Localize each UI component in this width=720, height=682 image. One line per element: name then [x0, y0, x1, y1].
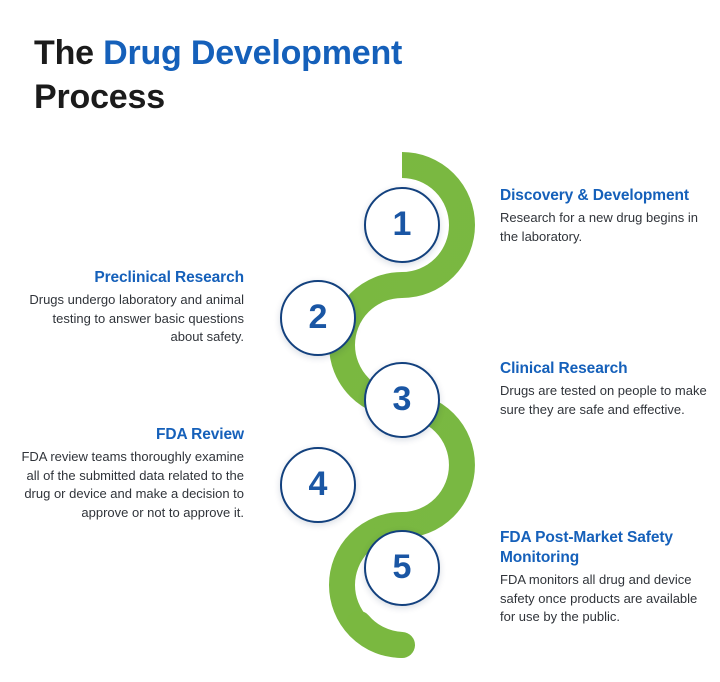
step-number-3: 3 [392, 380, 412, 418]
step-number-4: 4 [308, 465, 328, 503]
step-label-4: FDA Review FDA review teams thoroughly e… [20, 425, 244, 522]
title-line1-accent: Drug Development [103, 34, 403, 72]
step-label-5: FDA Post-Market Safety Monitoring FDA mo… [500, 528, 700, 627]
title-line1-plain: The [34, 34, 104, 72]
step-body-2: Drugs undergo laboratory and animal test… [29, 292, 244, 345]
flow-segment-end-cap [346, 611, 415, 658]
step-label-1: Discovery & Development Research for a n… [500, 186, 714, 246]
step-heading-3: Clinical Research [500, 360, 628, 377]
step-heading-5: FDA Post-Market Safety Monitoring [500, 529, 673, 567]
step-label-3: Clinical Research Drugs are tested on pe… [500, 359, 714, 419]
step-body-1: Research for a new drug begins in the la… [500, 210, 699, 244]
title-line2: Process [34, 77, 165, 116]
step-number-5: 5 [392, 548, 412, 586]
step-heading-4: FDA Review [155, 426, 244, 443]
step-body-5: FDA monitors all drug and device safety … [500, 572, 698, 625]
step-body-3: Drugs are tested on people to make sure … [500, 383, 707, 417]
step-circle-3[interactable]: 3 [364, 362, 440, 438]
step-label-2: Preclinical Research Drugs undergo labor… [20, 268, 244, 347]
step-circle-2[interactable]: 2 [280, 280, 356, 356]
step-body-4: FDA review teams thoroughly examine all … [21, 449, 244, 520]
step-circle-5[interactable]: 5 [364, 530, 440, 606]
step-circle-1[interactable]: 1 [364, 187, 440, 263]
step-number-1: 1 [392, 205, 412, 243]
page-title: The Drug Development Process [34, 32, 504, 119]
step-heading-2: Preclinical Research [94, 269, 244, 286]
step-circle-4[interactable]: 4 [280, 447, 356, 523]
step-number-2: 2 [308, 298, 328, 336]
step-heading-1: Discovery & Development [500, 187, 689, 204]
